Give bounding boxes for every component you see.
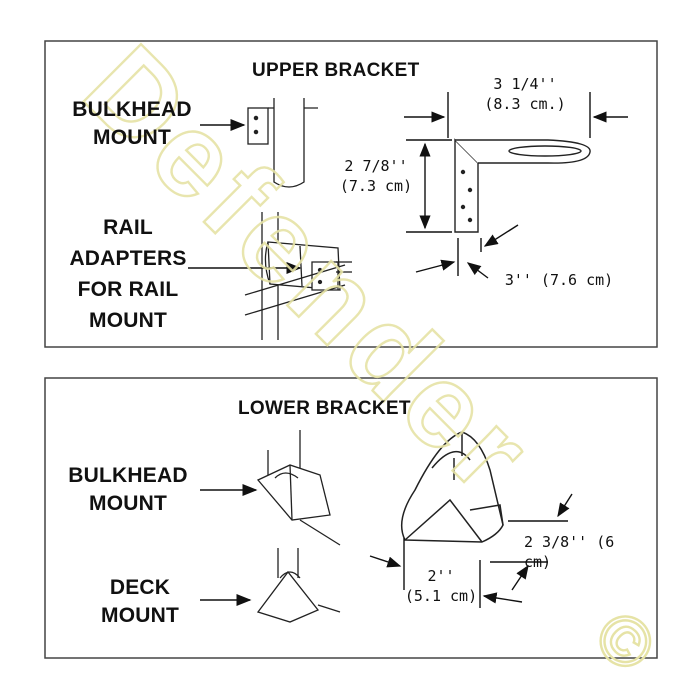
lower-bulkhead-mount-label: BULKHEAD MOUNT [58, 462, 198, 518]
upper-height-in: 2 7/8'' [344, 157, 408, 175]
upper-height-cm: (7.3 cm) [339, 177, 413, 195]
lower-height-dimension: 2 3/8'' (6 cm) [524, 533, 615, 571]
upper-bracket-title: UPPER BRACKET [252, 60, 420, 81]
lower-bulkhead-mount-drawing [256, 430, 341, 546]
rail-adapter-drawing [244, 212, 352, 340]
upper-bulkhead-line1: BULKHEAD [72, 98, 192, 121]
rail-line1: RAIL [103, 216, 153, 239]
lower-width-cm: (5.1 cm) [404, 587, 478, 605]
lower-width-dimension: 2'' (5.1 cm) [396, 566, 486, 606]
upper-dimension-lines [404, 92, 628, 279]
upper-panel [44, 40, 658, 348]
upper-bulkhead-mount-label: BULKHEAD MOUNT [62, 96, 202, 152]
lower-bulkhead-line1: BULKHEAD [68, 464, 188, 487]
upper-height-dimension: 2 7/8'' (7.3 cm) [334, 156, 418, 196]
rail-line3: FOR RAIL [77, 278, 179, 301]
rail-line4: MOUNT [89, 309, 167, 332]
upper-width-dimension: 3 1/4'' (8.3 cm.) [470, 74, 580, 114]
deck-line1: DECK [109, 576, 171, 599]
lower-bracket-title: LOWER BRACKET [238, 398, 411, 419]
upper-depth-dimension: 3'' (7.6 cm) [504, 271, 614, 289]
rail-line2: ADAPTERS [69, 247, 187, 270]
lower-panel [44, 377, 658, 659]
lower-bulkhead-line2: MOUNT [89, 492, 167, 515]
upper-width-cm: (8.3 cm.) [484, 95, 566, 113]
rail-adapters-label: RAIL ADAPTERS FOR RAIL MOUNT [58, 212, 198, 336]
upper-bracket-drawing [454, 138, 591, 233]
upper-bulkhead-line2: MOUNT [93, 126, 171, 149]
deck-mount-drawing [256, 548, 341, 623]
upper-width-in: 3 1/4'' [493, 75, 557, 93]
lower-dimension-lines [369, 493, 573, 608]
lower-bracket-drawing [400, 431, 504, 543]
upper-bulkhead-mount-drawing [247, 98, 318, 188]
lower-width-in: 2'' [427, 567, 455, 585]
deck-line2: MOUNT [101, 604, 179, 627]
deck-mount-label: DECK MOUNT [80, 574, 200, 630]
